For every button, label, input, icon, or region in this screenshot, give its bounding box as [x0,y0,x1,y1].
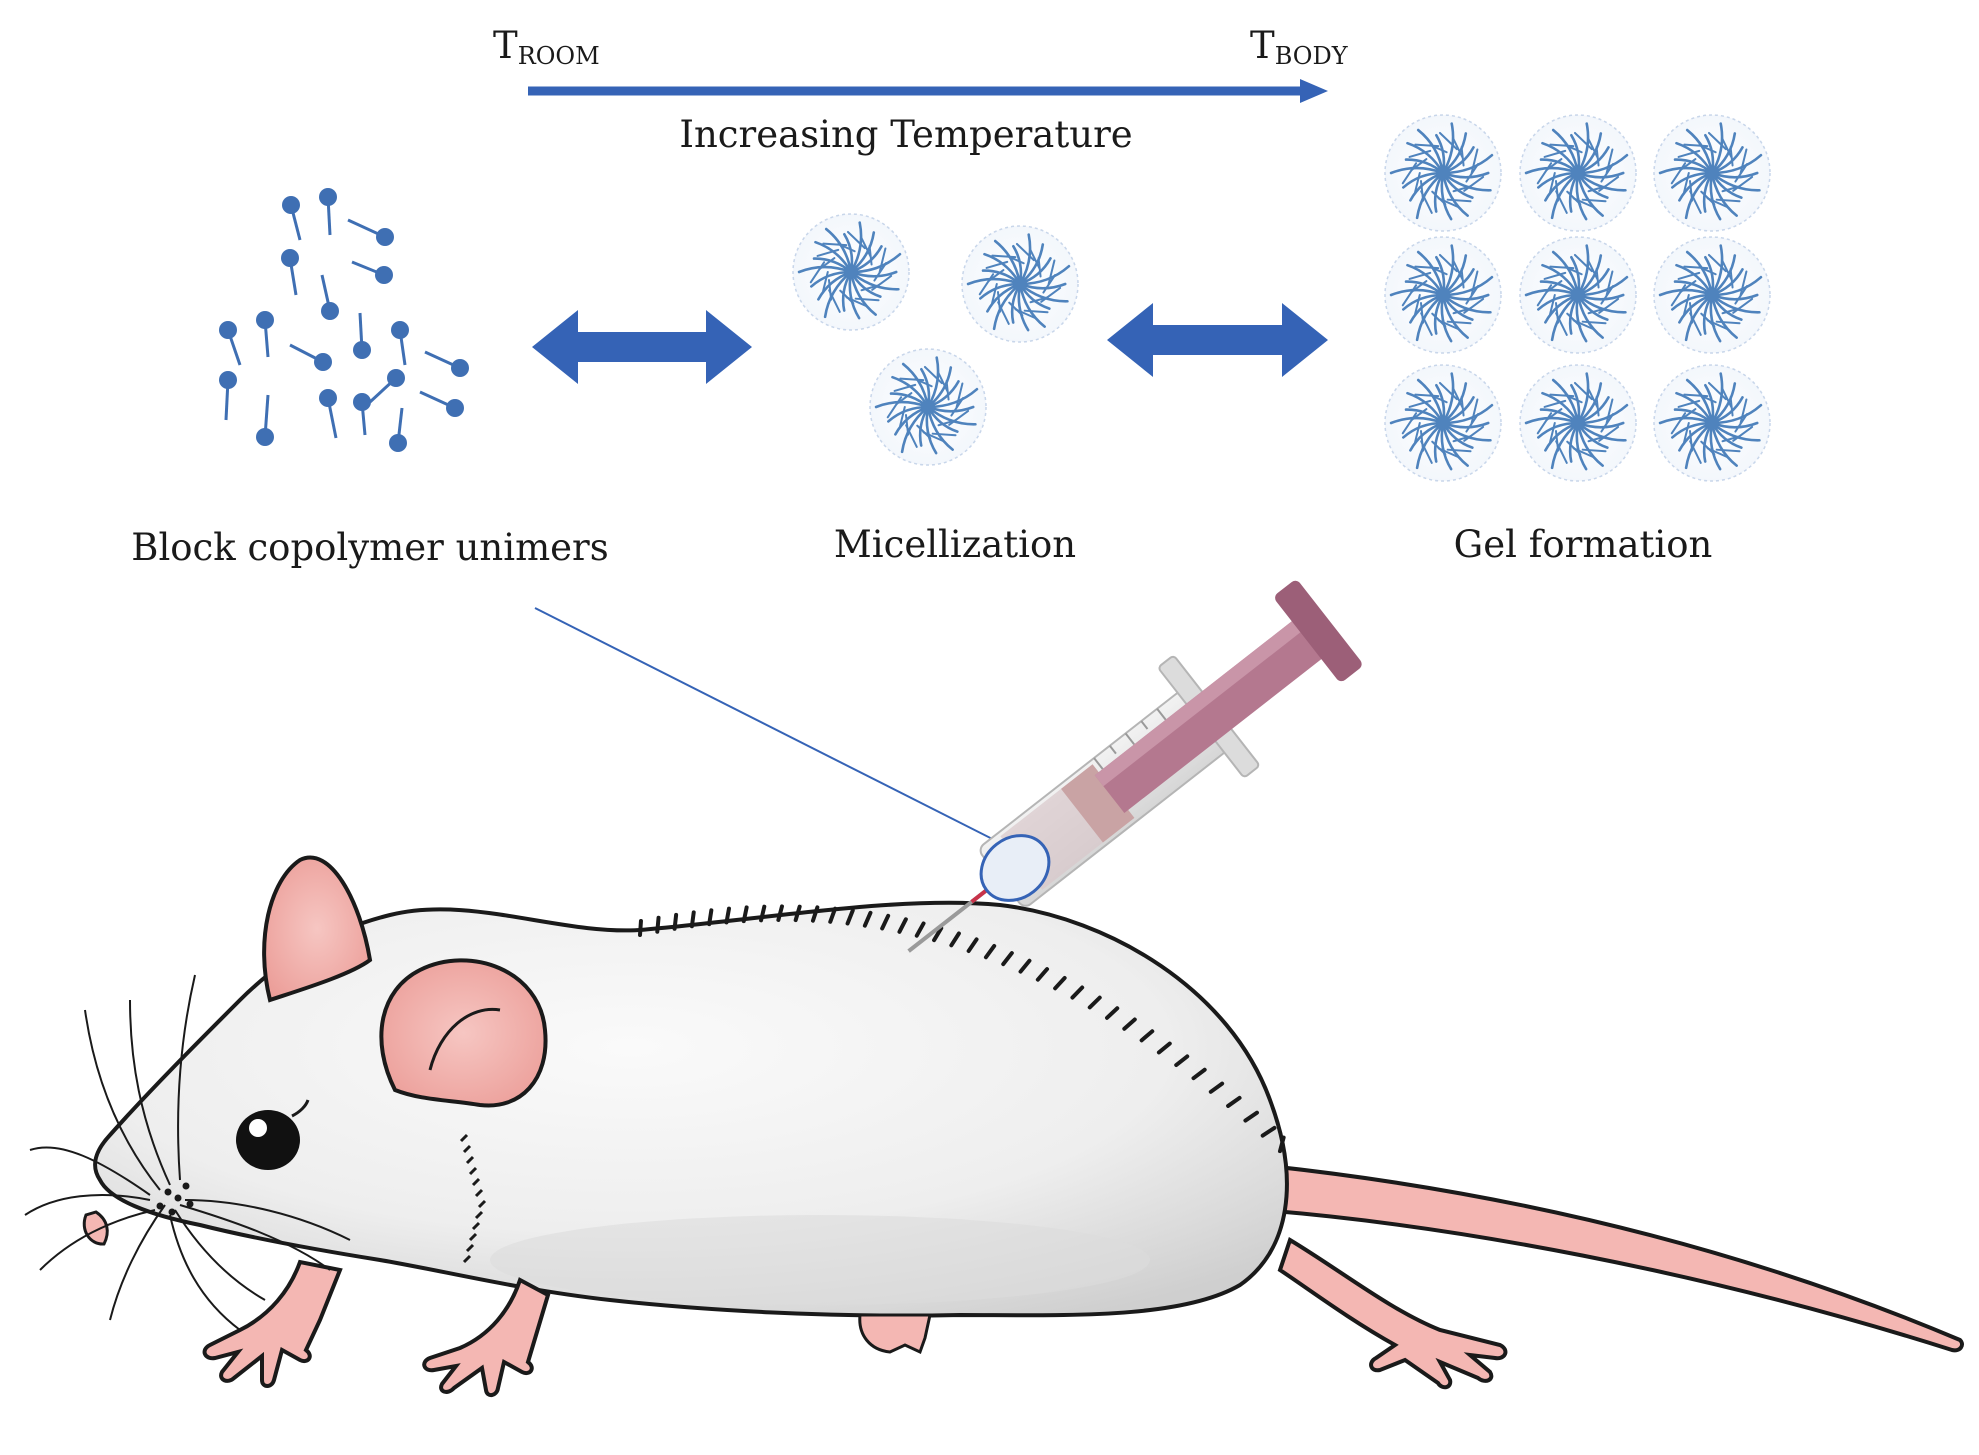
mouse-whiskers [24,974,351,1331]
mouse-nose [82,1210,109,1246]
micelle-group [792,213,1079,466]
temperature-arrow-icon [528,79,1328,103]
micelle-icon [1384,236,1502,354]
unimer-chain-icon [424,350,469,377]
t-body-label: TBODY [1250,24,1349,70]
unimer-cluster [219,188,469,452]
pointer-line [534,607,1031,859]
unimer-chain-icon [368,369,405,404]
unimer-chain-icon [320,274,339,320]
mouse-tail [1257,1162,1964,1353]
syringe-icon [907,580,1362,953]
micelle-icon [792,213,910,331]
unimer-chain-icon [389,407,407,452]
unimer-chain-icon [256,394,274,446]
unimer-chain-icon [281,249,299,296]
unimer-chain-icon [391,321,409,366]
unimer-chain-icon [353,312,371,359]
mouse-back-ear [262,855,373,1003]
t-room-label: TROOM [493,24,600,70]
micellization-label: Micellization [834,523,1076,566]
unimer-chain-icon [419,390,464,417]
temperature-header: TROOM TBODY Increasing Temperature [493,24,1349,156]
micelle-icon [869,348,987,466]
unimer-chain-icon [351,260,393,284]
mouse-front-foot [202,1259,343,1388]
micelle-icon [1384,364,1502,482]
unimer-chain-icon [219,371,237,421]
unimer-chain-icon [282,196,302,241]
micelle-icon [1653,236,1771,354]
micelle-icon [961,225,1079,343]
unimers-label: Block copolymer unimers [131,526,608,569]
micelle-icon [1653,114,1771,232]
unimer-chain-icon [289,343,332,371]
micelle-icon [1384,114,1502,232]
gel-micelle-grid [1384,114,1771,482]
unimer-chain-icon [219,321,242,366]
double-headed-arrow-icon [532,310,752,384]
gel-formation-label: Gel formation [1454,523,1713,566]
micelle-icon [1653,364,1771,482]
micelle-icon [1519,236,1637,354]
micelle-icon [1519,114,1637,232]
micelle-icon [1519,364,1637,482]
double-headed-arrow-icon [1107,303,1328,377]
unimer-chain-icon [319,389,338,439]
mouse-hind-foot [1277,1237,1508,1390]
mouse-front-ear [379,958,548,1108]
unimer-chain-icon [319,188,337,236]
unimer-chain-icon [347,218,394,246]
increasing-temperature-label: Increasing Temperature [679,113,1132,156]
unimer-chain-icon [353,393,371,436]
mouse-illustration [24,855,1964,1397]
mouse-mid-foot [422,1277,551,1397]
unimer-chain-icon [256,311,274,358]
mouse-eye [236,1110,300,1170]
